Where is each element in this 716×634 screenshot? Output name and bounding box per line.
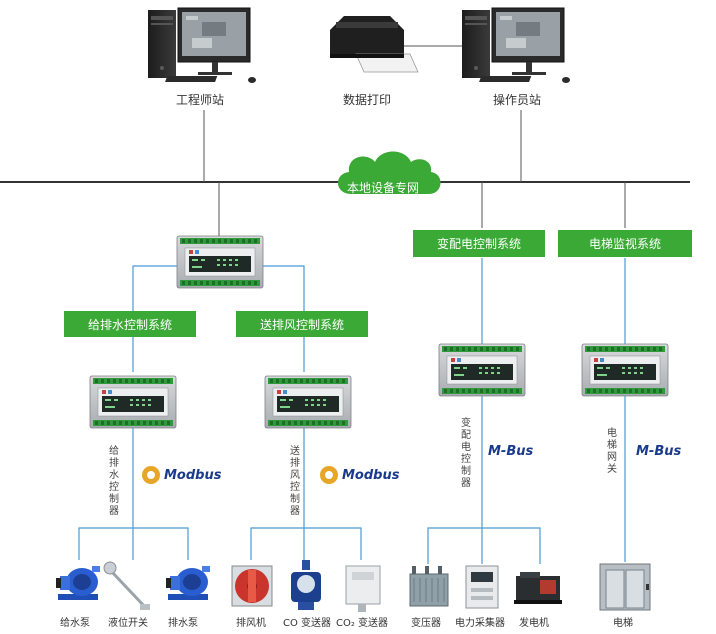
device-drain-pump-label: 排水泵 — [168, 618, 198, 629]
device-level-switch-label: 液位开关 — [108, 618, 148, 629]
water-controller — [89, 375, 177, 429]
main-controller — [176, 235, 264, 289]
modbus-logo-1: Modbus — [140, 464, 221, 486]
supply-pump-icon — [56, 566, 100, 600]
drain-pump-icon — [166, 566, 210, 600]
water-controller-vlabel: 给排水控制器 — [109, 446, 119, 517]
elevator-controller — [581, 343, 669, 397]
power-collector-icon — [465, 565, 499, 609]
device-power-collector-label: 电力采集器 — [455, 618, 505, 629]
modbus-logo-2: Modbus — [318, 464, 399, 486]
device-generator-label: 发电机 — [519, 618, 549, 629]
engineer-station-label: 工程师站 — [176, 93, 225, 107]
modbus-logo-icon — [320, 466, 338, 484]
power-controller — [438, 343, 526, 397]
modbus-logo-icon — [142, 466, 160, 484]
elevator-gateway-vlabel: 电梯网关 — [607, 428, 617, 475]
operator-station-label: 操作员站 — [493, 93, 542, 107]
air-controller — [264, 375, 352, 429]
device-supply-pump-label: 给水泵 — [60, 618, 90, 629]
network-label: 本地设备专网 — [347, 181, 420, 195]
level-switch-icon — [103, 561, 150, 610]
elevator-icon — [599, 563, 651, 611]
device-transformer-label: 变压器 — [411, 618, 441, 629]
operator-station-computer — [461, 7, 571, 84]
transformer-icon — [409, 566, 449, 607]
generator-icon — [514, 572, 562, 604]
device-elevator-label: 电梯 — [613, 618, 633, 629]
elevator-system-box: 电梯监视系统 — [558, 230, 692, 257]
air-controller-vlabel: 送排风控制器 — [290, 446, 300, 517]
power-controller-vlabel: 变配电控制器 — [461, 418, 471, 489]
exhaust-fan-icon — [231, 565, 273, 607]
co2-sensor-icon — [345, 565, 381, 612]
device-co-sensor-label: CO 变送器 — [283, 618, 332, 629]
mbus-logo-2: M-Bus — [636, 444, 682, 459]
printer-icon — [330, 16, 419, 73]
power-system-box: 变配电控制系统 — [413, 230, 545, 257]
mbus-logo-1: M-Bus — [488, 444, 534, 459]
air-system-box: 送排风控制系统 — [236, 311, 368, 337]
device-co2-sensor-label: CO₂ 变送器 — [336, 618, 389, 629]
engineer-station-computer — [147, 7, 257, 84]
co-sensor-icon — [291, 560, 321, 610]
water-system-box: 给排水控制系统 — [64, 311, 196, 337]
printer-label: 数据打印 — [343, 93, 392, 107]
device-exhaust-fan-label: 排风机 — [236, 618, 266, 629]
